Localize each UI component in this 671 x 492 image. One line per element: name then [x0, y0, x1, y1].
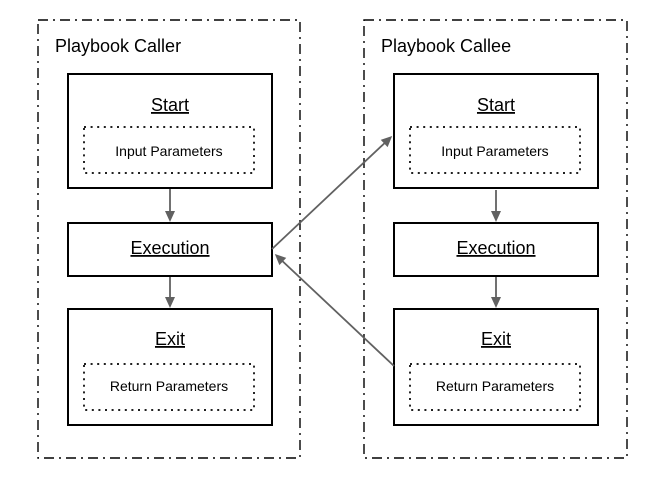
- caller-lane-title: Playbook Caller: [55, 36, 181, 56]
- caller-input-params-box: [83, 126, 255, 174]
- callee-lane: Playbook Callee Start Input Parameters E…: [363, 19, 628, 459]
- callee-input-params-label: Input Parameters: [441, 143, 548, 159]
- callee-container-border: [363, 19, 628, 459]
- caller-input-params-label: Input Parameters: [115, 143, 222, 159]
- call-arrow-execution-to-callee-start: [271, 135, 393, 250]
- callee-lane-title: Playbook Callee: [381, 36, 511, 56]
- return-arrow-callee-exit-to-execution: [274, 253, 395, 367]
- caller-return-params-box: [83, 363, 255, 411]
- caller-execution-node: [67, 222, 273, 277]
- callee-start-node: [393, 73, 599, 189]
- callee-return-params-label: Return Parameters: [436, 378, 554, 394]
- callee-input-params-box: [409, 126, 581, 174]
- caller-start-title: Start: [151, 95, 189, 115]
- caller-return-params-label: Return Parameters: [110, 378, 228, 394]
- callee-execution-title: Execution: [456, 238, 535, 258]
- callee-execution-node: [393, 222, 599, 277]
- caller-execution-title: Execution: [130, 238, 209, 258]
- callee-exit-node: [393, 308, 599, 426]
- callee-return-params-box: [409, 363, 581, 411]
- caller-container-border: [37, 19, 301, 459]
- caller-lane: Playbook Caller Start Input Parameters E…: [37, 19, 301, 459]
- caller-exit-node: [67, 308, 273, 426]
- callee-exit-title: Exit: [481, 329, 511, 349]
- callee-start-title: Start: [477, 95, 515, 115]
- caller-start-node: [67, 73, 273, 189]
- caller-exit-title: Exit: [155, 329, 185, 349]
